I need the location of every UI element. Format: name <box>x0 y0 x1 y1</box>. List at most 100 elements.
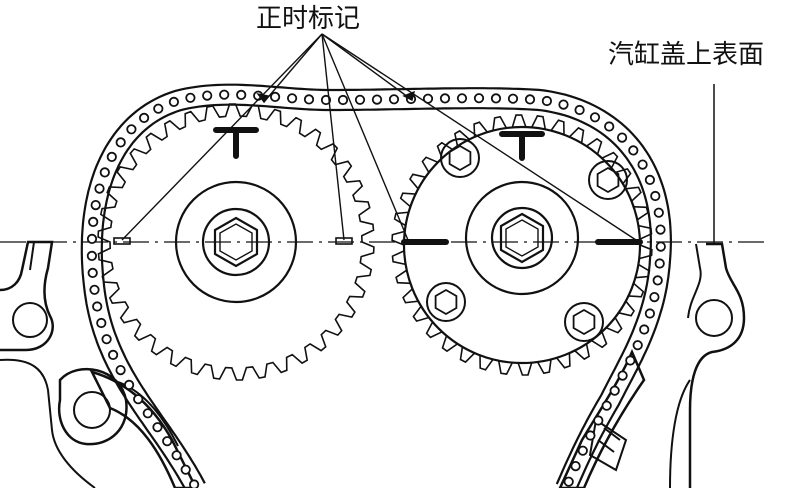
idler-pulley-left <box>73 391 111 429</box>
chain-link-icon <box>616 132 628 143</box>
chain-link-icon <box>617 370 628 381</box>
chain-link-icon <box>89 284 100 295</box>
timing-chain <box>80 83 673 488</box>
chain-link-icon <box>655 224 666 235</box>
chain-link-icon <box>286 93 298 104</box>
chain-link-icon <box>162 436 173 447</box>
chain-link-icon <box>655 241 666 252</box>
hex-bolt-head <box>434 288 458 316</box>
chain-guide-right <box>558 348 646 488</box>
sprocket-bolts <box>426 138 628 342</box>
chain-link-icon <box>180 464 191 475</box>
engine-housing-right <box>669 242 746 488</box>
hex-bolt-icon <box>499 212 545 264</box>
chain-link-icon <box>604 121 615 132</box>
chain-link-icon <box>139 112 150 124</box>
chain-link-icon <box>124 379 135 390</box>
hex-bolt-icon <box>213 216 259 268</box>
chain-plate-edge <box>80 83 673 488</box>
chain-link-icon <box>577 445 588 456</box>
chain-link-icon <box>644 308 656 319</box>
chain-link-icon <box>101 334 112 345</box>
chain-link-icon <box>126 124 137 135</box>
chain-link-icon <box>94 183 105 194</box>
chain-link-icon <box>652 275 663 286</box>
chain-link-icon <box>650 190 661 202</box>
chain-link-icon <box>654 258 665 269</box>
hex-bolt-icon <box>426 282 466 322</box>
chain-link-icon <box>585 430 596 441</box>
chain-link-icon <box>637 159 648 170</box>
chain-link-icon <box>589 112 601 123</box>
chain-link-icon <box>86 250 98 261</box>
t-mark-icon <box>499 131 545 161</box>
chain-link-icon <box>96 317 107 329</box>
chain-link-icon <box>541 95 553 107</box>
chain-link-icon <box>354 94 366 105</box>
chain-link-icon <box>99 167 110 178</box>
chain-link-icon <box>88 216 99 227</box>
chain-link-icon <box>639 324 650 335</box>
hex-bolt-icon <box>440 138 480 178</box>
chain-link-icon <box>625 355 636 366</box>
mount-hole-right <box>695 299 733 337</box>
chain-link-icon <box>490 93 502 104</box>
chain-link-icon <box>601 400 612 411</box>
chain-link-icon <box>649 291 660 303</box>
chain-link-icon <box>473 93 485 104</box>
timing-marks-label: 正时标记 <box>256 4 361 34</box>
timing-mark-left-outer <box>113 237 131 245</box>
chain-link-icon <box>593 415 604 426</box>
chain-link-icon <box>219 89 230 100</box>
chain-link-icon <box>108 349 119 360</box>
chain-link-icon <box>152 422 163 433</box>
chain-link-icon <box>507 93 519 104</box>
chain-link-icon <box>574 104 585 116</box>
chain-link-icon <box>563 476 574 487</box>
chain-link-icon <box>644 174 656 185</box>
chain-link-icon <box>570 460 581 472</box>
hex-bolt-icon <box>564 302 604 342</box>
chain-link-icon <box>388 94 400 105</box>
left-camshaft-sprocket <box>97 103 375 381</box>
chain-link-icon <box>628 145 639 156</box>
t-mark-icon <box>213 127 259 159</box>
chain-link-icon <box>142 408 153 419</box>
chain-link-icon <box>269 91 281 103</box>
chain-link-icon <box>320 94 332 106</box>
chain-link-icon <box>456 93 468 104</box>
chain-link-icon <box>87 267 98 278</box>
hex-bolt-head <box>596 166 620 194</box>
engine-housing-left <box>0 240 128 488</box>
chain-link-icon <box>371 94 383 105</box>
chain-link-icon <box>115 364 126 376</box>
chain-link-icon <box>133 394 144 405</box>
chain-link-icon <box>153 103 164 114</box>
cylinder-head-surface-label: 汽缸盖上表面 <box>608 40 765 70</box>
chain-link-icon <box>189 479 200 488</box>
chain-link-icon <box>524 94 536 105</box>
chain-link-icon <box>185 92 196 103</box>
chain-link-icon <box>171 450 182 461</box>
hex-bolt-icon <box>588 160 628 200</box>
timing-mark-leaders <box>121 33 637 241</box>
chain-link-icon <box>168 96 179 108</box>
mount-hole-left <box>12 302 48 338</box>
chain-link-icon <box>92 301 103 312</box>
chain-link-icon <box>236 89 247 101</box>
chain-link-icon <box>337 94 349 106</box>
chain-link-icon <box>106 151 117 162</box>
chain-link-icon <box>115 137 126 148</box>
chain-link-icon <box>609 385 620 396</box>
chain-link-icon <box>202 90 213 101</box>
chain-link-icon <box>86 233 98 244</box>
chain-link-icon <box>439 93 451 104</box>
chain-plate-edge <box>100 103 653 485</box>
chain-link-icon <box>632 340 643 351</box>
chain-link-icon <box>653 207 664 218</box>
right-camshaft-sprocket <box>391 114 653 376</box>
chain-link-icon <box>90 200 101 211</box>
hex-bolt-head <box>572 308 596 336</box>
chain-link-icon <box>558 99 569 110</box>
